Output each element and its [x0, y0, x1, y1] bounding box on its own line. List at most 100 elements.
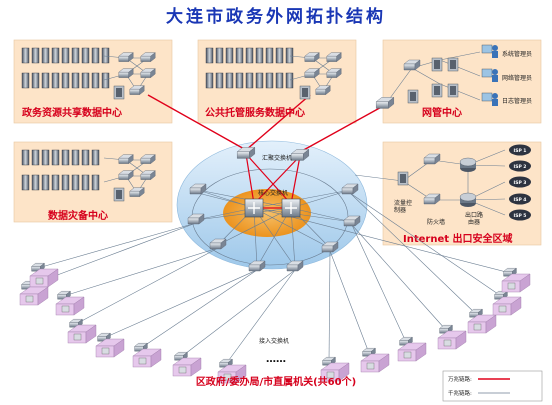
network-link	[253, 207, 258, 268]
core-switch-icon	[244, 198, 264, 218]
server-rack-group	[205, 47, 294, 89]
network-link	[439, 59, 481, 77]
role-label: 网络管理员	[502, 74, 532, 82]
server-icon	[205, 47, 214, 64]
core-uplink	[245, 153, 255, 205]
server-icon	[81, 47, 90, 64]
devices-layer	[21, 44, 517, 368]
network-link	[328, 250, 331, 363]
switch-icon	[187, 213, 205, 225]
server-icon	[265, 47, 274, 64]
network-link	[354, 174, 404, 182]
site-building	[217, 364, 247, 384]
network-link	[225, 269, 296, 365]
network-link	[195, 207, 255, 221]
network-link	[256, 207, 292, 268]
panel-disaster-recovery: 数据灾备中心	[13, 141, 173, 223]
server-icon	[447, 57, 459, 72]
switch-icon	[140, 68, 156, 79]
server-icon	[245, 47, 254, 64]
label-exit-router: 出口路	[465, 211, 483, 219]
server-icon	[31, 47, 40, 64]
server-icon	[41, 72, 50, 89]
network-link	[351, 224, 407, 343]
core-uplink	[253, 155, 301, 205]
server-icon	[91, 174, 100, 191]
server-icon	[101, 47, 110, 64]
server-icon	[101, 72, 110, 89]
switch-icon	[129, 187, 145, 198]
network-link	[75, 247, 219, 325]
role-label: 日志管理员	[502, 97, 532, 105]
firewall-icon	[423, 153, 441, 165]
switch-icon	[375, 96, 395, 109]
uplink-public-hosting	[245, 94, 311, 151]
server-icon	[51, 174, 60, 191]
access-switch-icon	[134, 342, 148, 352]
switch-icon	[248, 260, 266, 272]
ellipsis-more-sites: ……	[266, 354, 286, 365]
label-exit-router-2: 由器	[468, 218, 480, 226]
panel-internet-exit: Internet 出口安全区域	[382, 141, 542, 246]
isp-cloud-icon: ISP 5	[509, 209, 531, 221]
isp-label: ISP 4	[514, 197, 527, 203]
network-link	[253, 207, 296, 268]
panel-label-disaster-recovery: 数据灾备中心	[48, 209, 108, 222]
server-icon	[71, 149, 80, 166]
site-building	[467, 314, 497, 334]
network-link	[253, 189, 351, 209]
switch-icon	[304, 52, 320, 63]
server-icon	[71, 72, 80, 89]
server-icon	[215, 47, 224, 64]
server-icon	[255, 72, 264, 89]
panel-label-public-hosting: 公共托管服务数据中心	[205, 106, 305, 119]
label-access-switch: 接入交换机	[259, 337, 289, 345]
site-building	[132, 348, 162, 368]
traffic-controller-icon	[397, 171, 409, 186]
site-building	[501, 273, 531, 293]
isp-cloud-icon: ISP 1	[509, 144, 531, 156]
panel-label-gov-data-center: 政务资源共享数据中心	[22, 106, 122, 119]
label-aggregation-switch: 汇聚交换机	[262, 154, 292, 162]
server-icon	[61, 72, 70, 89]
network-link	[290, 207, 353, 223]
network-link	[217, 207, 292, 246]
network-link	[349, 192, 502, 297]
server-icon	[41, 47, 50, 64]
network-link	[439, 83, 481, 101]
network-link	[349, 192, 477, 315]
switch-icon	[118, 154, 134, 165]
network-link	[290, 207, 296, 268]
server-icon	[21, 72, 30, 89]
server-icon	[205, 72, 214, 89]
isp-cloud-icon: ISP 4	[509, 193, 531, 205]
server-rack-group	[21, 149, 100, 191]
aggregation-switch-icon	[290, 148, 310, 161]
switch-icon	[315, 85, 331, 96]
server-icon	[61, 47, 70, 64]
label-firewall: 防火墙	[427, 218, 445, 226]
server-icon	[81, 174, 90, 191]
server-icon	[275, 47, 284, 64]
admin-workstation-icon	[481, 44, 498, 58]
network-link	[439, 51, 481, 61]
server-icon	[265, 72, 274, 89]
server-icon	[245, 72, 254, 89]
network-link	[253, 207, 353, 223]
network-link	[140, 269, 258, 349]
switch-icon	[118, 170, 134, 181]
label-flow-control-2: 制器	[394, 206, 406, 214]
server-icon	[235, 47, 244, 64]
site-building	[397, 342, 427, 362]
network-link	[253, 207, 331, 249]
network-link	[180, 269, 296, 358]
core-switch-icon	[281, 198, 301, 218]
role-label: 系统管理员	[502, 50, 532, 58]
router-icon	[459, 157, 477, 172]
switch-icon	[341, 183, 359, 195]
site-building	[95, 338, 125, 358]
admin-workstation-icon	[481, 92, 498, 106]
server-icon	[407, 89, 419, 104]
server-icon	[431, 57, 443, 72]
